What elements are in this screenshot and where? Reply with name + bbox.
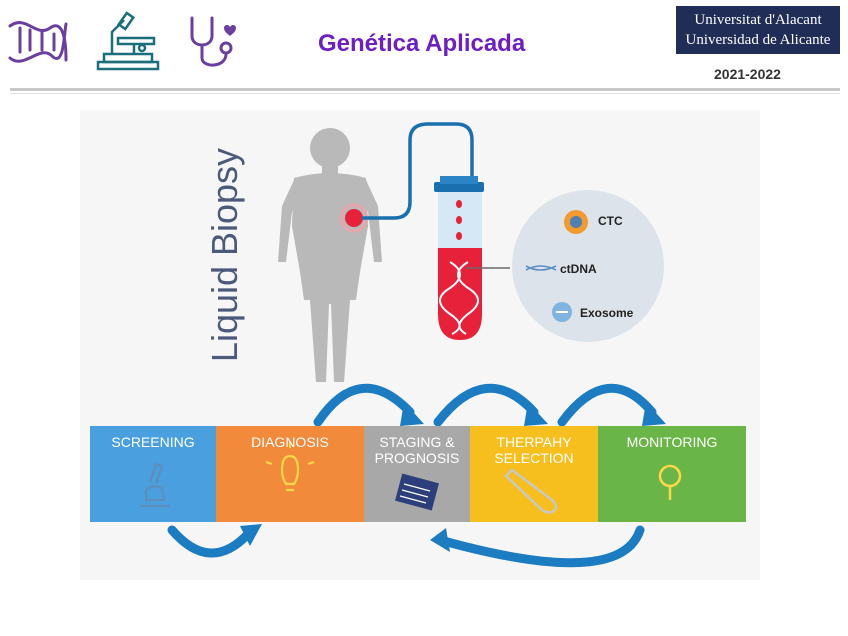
stage-label-staging: STAGING & PROGNOSIS [364,434,470,466]
academic-year: 2021-2022 [714,66,781,82]
stage-label-screening-line1: SCREENING [111,434,195,450]
arrow-heads [240,402,666,552]
ctc-cell-icon [564,210,588,234]
stage-label-diagnosis-line1: DIAGNOSIS [251,434,329,450]
stage-label-therapy-line2: SELECTION [494,450,574,466]
exosome-icon [552,302,572,322]
university-logo: Universitat d'Alacant Universidad de Ali… [676,6,840,54]
lightbulb-icon [265,442,315,492]
notepad-icon [395,473,439,511]
header-divider-thin [10,93,840,94]
diagram-title: Liquid Biopsy [204,147,245,363]
microscope-icon [96,11,160,71]
liquid-biopsy-illustration [80,110,760,580]
stage-box-therapy [470,426,598,522]
university-name-ca: Universitat d'Alacant [694,12,822,28]
marker-label-ctc: CTC [598,214,623,228]
microscope-stage-icon [140,462,170,508]
stethoscope-icon [190,16,236,67]
ctdna-icon [525,265,557,271]
blood-draw-site [345,209,363,227]
marker-label-exosome: Exosome [580,306,634,320]
stage-label-therapy: THERPAHY SELECTION [470,434,598,466]
magnifier-icon [658,464,682,500]
marker-bubble [512,190,664,342]
page-title: Genética Aplicada [318,30,526,57]
blood-tubing [362,122,474,220]
stage-label-staging-line1: STAGING & [379,434,455,450]
blood-test-tube [434,176,510,340]
dna-icon [8,21,68,63]
stage-label-diagnosis: DIAGNOSIS [216,434,364,450]
stage-label-screening: SCREENING [90,434,216,450]
university-name-es: Universidad de Alicante [685,32,831,48]
header-divider [10,88,840,91]
stage-label-monitoring-line1: MONITORING [626,434,718,450]
stage-label-therapy-line1: THERPAHY [496,434,572,450]
stage-label-monitoring: MONITORING [598,434,746,450]
test-tube-stage-icon [504,468,558,514]
marker-label-ctdna: ctDNA [560,262,597,276]
flow-arrows [167,383,657,568]
stage-box-monitoring [598,426,746,522]
stage-label-staging-line2: PROGNOSIS [374,450,460,466]
